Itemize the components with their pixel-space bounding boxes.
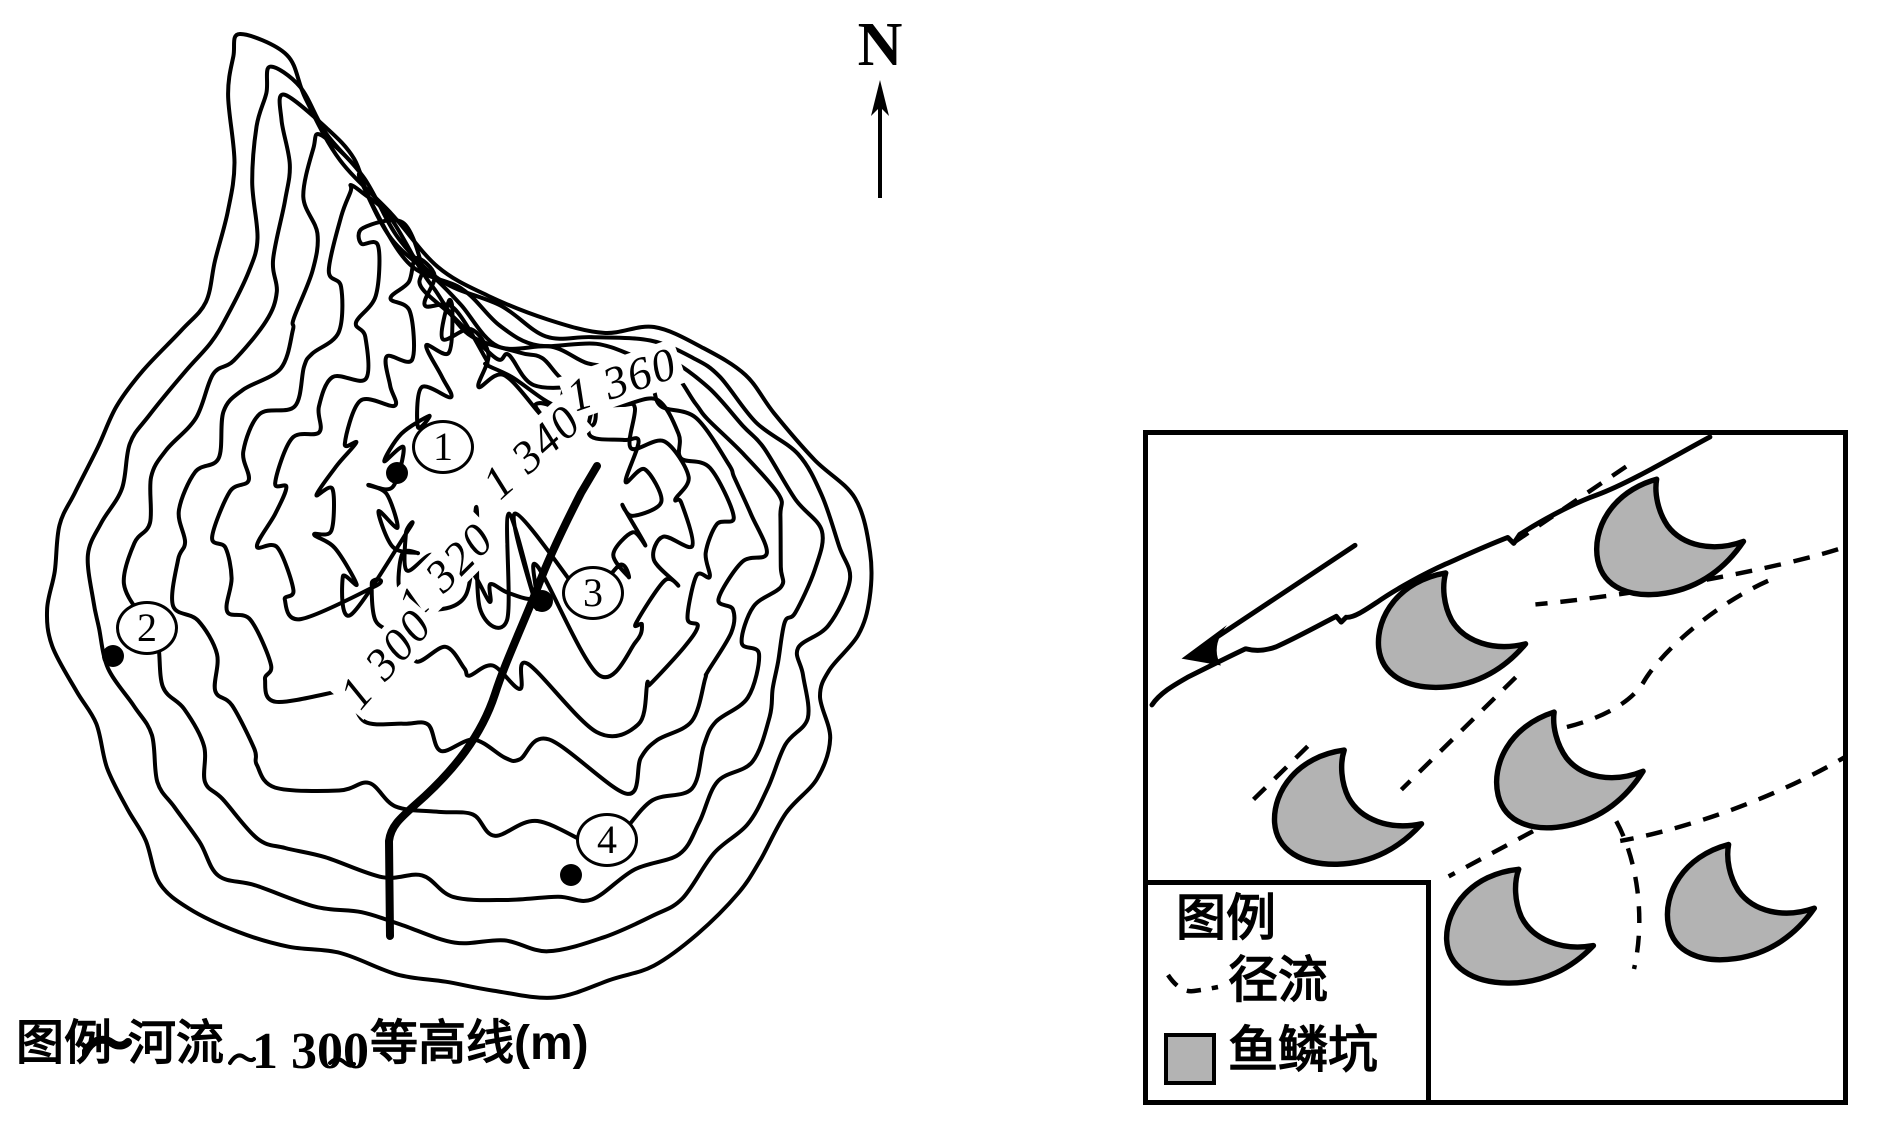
point-1-marker: 1: [412, 420, 474, 474]
contour-symbol-right-icon: [328, 1057, 356, 1068]
contour-line: [44, 31, 874, 1000]
point-1-dot: [386, 462, 408, 484]
runoff-line: [1251, 744, 1310, 802]
map-legend-contour-value: 1 300: [252, 1023, 369, 1080]
runoff-dashed-lines: [1251, 464, 1843, 970]
runoff-line: [1614, 820, 1642, 970]
point-4-marker: 4: [576, 813, 638, 867]
runoff-line: [1399, 675, 1518, 792]
inset-drawing: [1149, 435, 1843, 986]
flow-arrowhead-icon: [1181, 625, 1227, 666]
fish-scale-pit-inset: 图例 径流 鱼鳞坑: [1143, 430, 1848, 1105]
runoff-line: [1550, 578, 1769, 733]
fish-scale-pit-crescent: [1443, 866, 1597, 986]
runoff-symbol-icon: [1166, 973, 1219, 994]
north-arrow-icon: [871, 80, 889, 198]
map-legend-river-label: 河流: [128, 1017, 225, 1070]
map-legend: 图例 河流 1 300 等高线(m): [14, 1012, 774, 1102]
runoff-line: [1502, 464, 1628, 552]
contour-lines: [44, 31, 874, 1000]
observation-dots: [102, 462, 582, 886]
fish-scale-pit-crescent: [1375, 570, 1529, 691]
point-3-marker: 3: [562, 566, 624, 620]
point-2-marker: 2: [116, 601, 178, 655]
fish-scale-pit-crescent: [1594, 476, 1747, 598]
flow-arrow-line: [1199, 542, 1358, 650]
compass-n-label: N: [857, 11, 903, 79]
point-3-dot: [531, 590, 553, 612]
fish-scale-pit-crescent: [1271, 747, 1425, 867]
runoff-line: [1447, 815, 1561, 879]
point-4-dot: [560, 864, 582, 886]
fish-scale-pits: [1271, 476, 1818, 986]
inset-legend-pit-label: 鱼鳞坑: [1228, 1022, 1378, 1078]
runoff-line: [1619, 755, 1843, 844]
map-legend-contour-label: 等高线(m): [370, 1017, 589, 1070]
inset-legend-title: 图例: [1176, 890, 1276, 946]
pit-symbol-swatch: [1164, 1033, 1216, 1085]
fish-scale-pit-crescent: [1493, 709, 1646, 831]
contour-line: [85, 64, 853, 954]
gully-channel-line: [1149, 435, 1713, 708]
contour-symbol-left-icon: [228, 1053, 256, 1065]
inset-legend-runoff-label: 径流: [1228, 952, 1328, 1008]
river-symbol-icon: [82, 1035, 132, 1057]
river-line: [385, 462, 601, 940]
point-2-dot: [102, 645, 124, 667]
fish-scale-pit-crescent: [1664, 841, 1818, 963]
compass: N: [840, 14, 920, 206]
inset-legend: 图例 径流 鱼鳞坑: [1143, 880, 1431, 1105]
